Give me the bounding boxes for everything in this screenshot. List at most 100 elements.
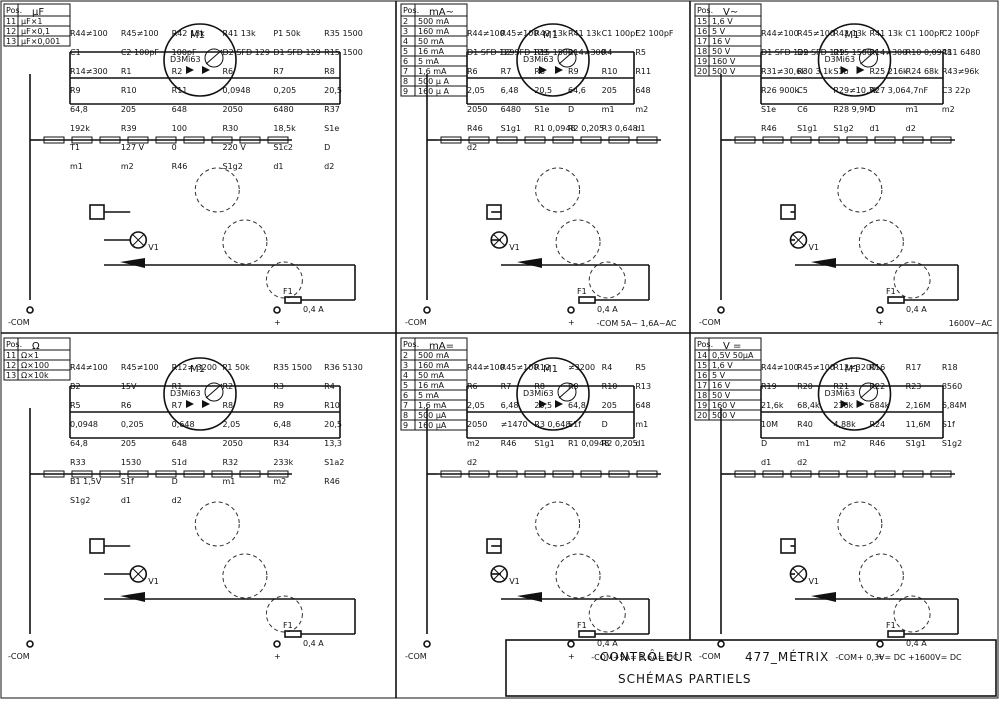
com-label: -COM (8, 652, 30, 661)
table-range: µF×1 (21, 17, 42, 26)
com-terminal (423, 640, 431, 648)
component-label: R46 (172, 162, 188, 171)
component-label: ≠1470 (501, 420, 528, 429)
fuse-value: 0,4 A (303, 305, 324, 314)
component-label: R1 (121, 67, 132, 76)
plus-label: + (274, 652, 281, 661)
component-label: R4 (324, 382, 335, 391)
com-label: -COM (405, 318, 427, 327)
meter-label: M1 (845, 364, 860, 375)
component-label: d2 (467, 143, 477, 152)
switch-wafer (194, 167, 240, 213)
component-label: 13,3 (324, 439, 342, 448)
component-label: R41 13k (870, 29, 903, 38)
table-pos: 8 (403, 77, 408, 86)
component-label: R12≠3200 (833, 363, 876, 372)
component-label: R25 216k (870, 67, 909, 76)
table-pos: 4 (403, 371, 408, 380)
component-label: R22 (870, 382, 886, 391)
component-label: S1g2 (223, 162, 243, 171)
table-range: 160 µ A (418, 87, 449, 96)
component-label: 2050 (467, 105, 487, 114)
meter-diode-label: D3Mi63 (825, 55, 856, 64)
component-label: 20,5 (324, 86, 342, 95)
table-range: 500 mA (418, 17, 450, 26)
resistor-R46 (517, 258, 542, 268)
component-label: R43≠96k (942, 67, 980, 76)
component-label: R8 (223, 401, 234, 410)
component-label: S1g2 (942, 439, 962, 448)
component-label: 2,16M (906, 401, 931, 410)
table-range: 50 mA (418, 371, 445, 380)
unit-label: mA~ (429, 7, 454, 18)
table-pos: 18 (697, 391, 707, 400)
fuse-label: F1 (283, 621, 293, 630)
component-label: d2 (467, 458, 477, 467)
component-label: S1b (833, 67, 848, 76)
unit-label: mA= (429, 341, 454, 352)
component-label: R8 (534, 382, 545, 391)
com-label: -COM (405, 652, 427, 661)
meter-dial (557, 382, 577, 402)
component-label: R7 (273, 67, 284, 76)
component-label: 2,05 (467, 401, 485, 410)
plus-label: + (877, 318, 884, 327)
component-label: C2 100pF (121, 48, 160, 57)
component-label: R44≠100 (70, 363, 108, 372)
component-label: 205 (121, 105, 136, 114)
component-label: R45≠100 (121, 29, 159, 38)
component-label: R6 (467, 382, 478, 391)
component-label: C6 (797, 105, 808, 114)
switch-wafer (588, 595, 626, 633)
table-range: 500 µ A (418, 77, 449, 86)
table-range: 16 mA (418, 381, 445, 390)
component-label: R45≠100 (797, 363, 835, 372)
component-label: R11 6480 (942, 48, 981, 57)
table-pos: 19 (697, 401, 707, 410)
component-label: S1f (568, 420, 581, 429)
plus-label: + (877, 652, 884, 661)
component-label: D (870, 105, 876, 114)
meter-dial (859, 48, 878, 68)
resistor-R46 (120, 258, 145, 268)
switch-wafer (555, 219, 601, 265)
component-label: 6,48 (501, 86, 519, 95)
component-label: 6480 (501, 105, 521, 114)
meter-circle (163, 23, 237, 97)
component-label: C2 100pF (942, 29, 981, 38)
component-label: R29≠10,3k (833, 86, 878, 95)
component-label: B1 1,5V (70, 477, 102, 486)
component-label: 233k (273, 458, 293, 467)
meter-label: M1 (190, 364, 205, 375)
lamp-label: V1 (808, 243, 819, 252)
table-pos: 7 (403, 67, 408, 76)
component-label: R44≠100 (467, 363, 505, 372)
component-label: R8 (324, 67, 335, 76)
component-label: R46 (467, 124, 483, 133)
table-pos: 20 (697, 411, 707, 420)
table-pos: 12 (6, 361, 16, 370)
component-label: C5 (797, 86, 808, 95)
component-label: S1e (324, 124, 339, 133)
diode-symbol (856, 66, 865, 74)
table-range: 500 µA (418, 411, 447, 420)
component-label: R45≠100 (121, 363, 159, 372)
component-label: R37 (324, 105, 340, 114)
diode-symbol (539, 400, 547, 408)
meter-dial (557, 48, 577, 68)
component-label: 21,6k (761, 401, 784, 410)
component-label: m1 (70, 162, 83, 171)
component-label: S1f (121, 477, 134, 486)
component-label: R11 (172, 86, 188, 95)
component-label: 6,48 (501, 401, 519, 410)
component-label: C1 100pF (906, 29, 945, 38)
component-label: d1 (761, 458, 771, 467)
component-label: R8 (534, 67, 545, 76)
table-range: 1,6 mA (418, 401, 447, 410)
fuse-symbol (284, 630, 302, 638)
switch-wafer (837, 501, 883, 547)
title-block (505, 639, 997, 697)
component-label: R40 (797, 420, 813, 429)
